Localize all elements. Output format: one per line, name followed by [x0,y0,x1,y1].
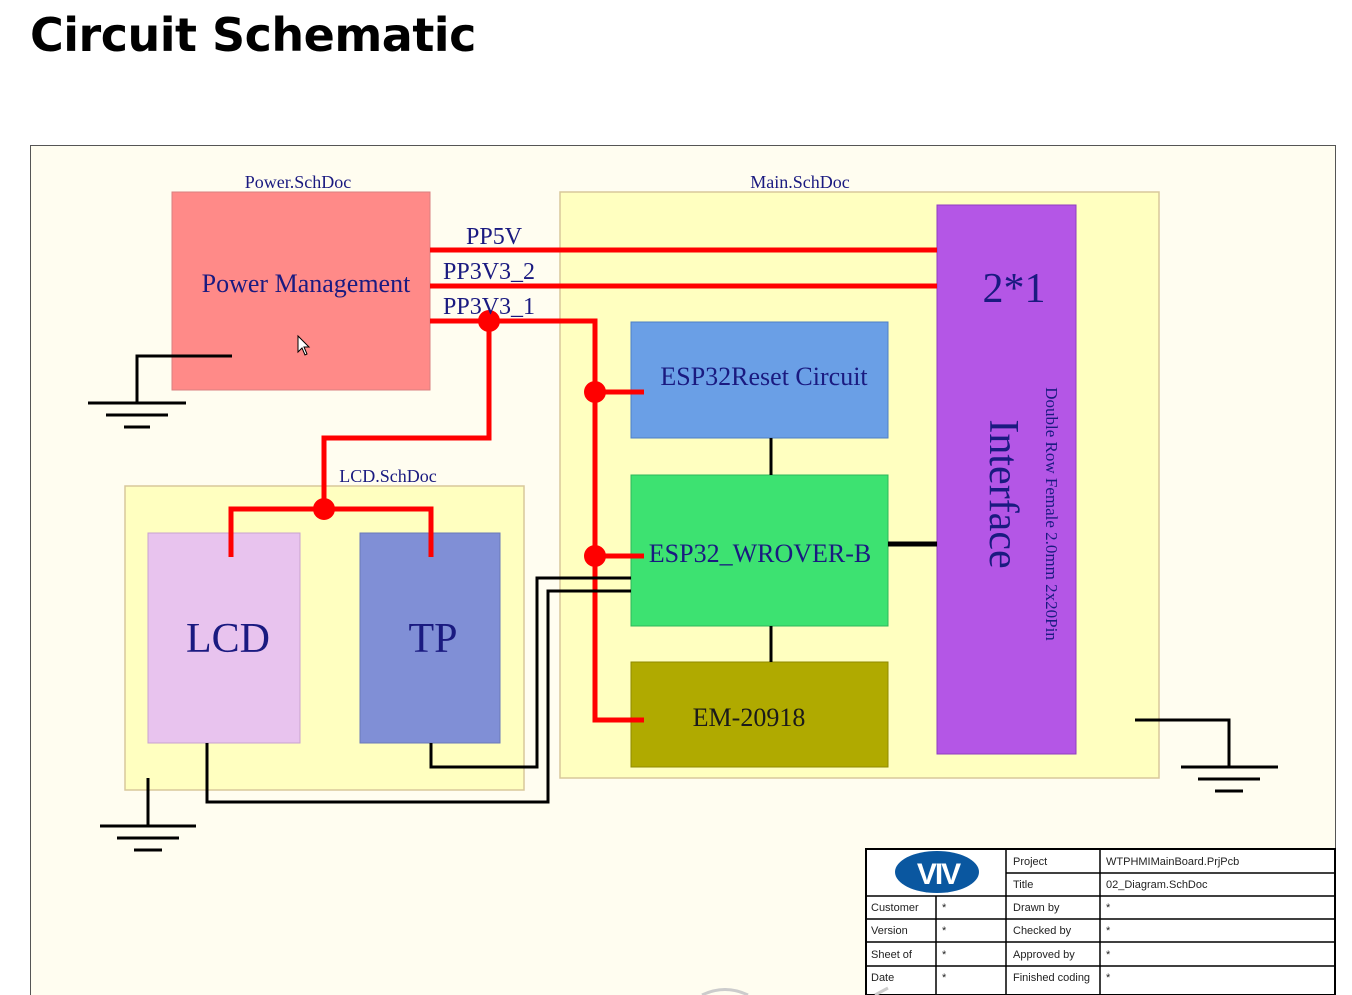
interface-count-label: 2*1 [983,266,1046,312]
tp-bus-wire [429,576,631,769]
title-block-sheet-value: * [942,949,947,961]
title-block-checked-value: * [1106,925,1111,937]
title-block-date-value: * [942,972,947,984]
title-block-approved-value: * [1106,949,1111,961]
junction-dot [478,310,500,332]
net-label-pp3v3-1: PP3V3_1 [443,294,535,320]
ground-symbol-power [88,354,232,429]
company-logo-text: VIV [917,858,961,891]
title-block: VIV Project WTPHMIMainBoard.PrjPcb Title… [865,848,1336,995]
ground-symbol-lcd [100,778,196,852]
lcd-block[interactable] [147,532,301,744]
interface-label: Interface [980,419,1026,568]
main-sheet-name: Main.SchDoc [750,172,849,192]
title-block-version-label: Version [871,925,908,937]
title-block-drawn-value: * [1106,902,1111,914]
pp3v3-1-wire [430,318,644,723]
esp32-wrover-label: ESP32_WROVER-B [649,539,871,568]
lcd-power-wire [321,321,492,509]
title-block-finished-value: * [1106,972,1111,984]
title-block-finished-label: Finished coding [1013,972,1090,984]
title-block-drawn-label: Drawn by [1013,902,1060,914]
company-logo: VIV [895,851,979,893]
signal-wires [205,438,937,804]
page-title: Circuit Schematic [30,8,476,62]
interface-block[interactable] [936,204,1077,755]
title-block-sheet-label: Sheet of [871,949,913,961]
title-block-title-value: 02_Diagram.SchDoc [1106,879,1208,891]
power-wires [228,247,937,723]
em-20918-label: EM-20918 [693,703,806,732]
net-label-pp3v3-2: PP3V3_2 [443,259,535,285]
title-block-date-label: Date [871,972,894,984]
ground-symbol-interface [1135,718,1278,793]
power-sheet-name: Power.SchDoc [245,172,352,192]
junction-dot [313,498,335,520]
lcd-sheet-name: LCD.SchDoc [339,466,437,486]
mouse-cursor-icon [297,334,311,356]
title-block-title-label: Title [1013,879,1033,891]
tp-block[interactable] [359,532,501,744]
title-block-checked-label: Checked by [1013,925,1072,937]
power-management-label: Power Management [202,269,411,298]
lcd-bus-wire [205,589,631,804]
title-block-project-value: WTPHMIMainBoard.PrjPcb [1106,856,1239,868]
title-block-approved-label: Approved by [1013,949,1075,961]
title-block-version-value: * [942,925,947,937]
title-block-customer-label: Customer [871,902,919,914]
net-label-pp5v: PP5V [466,224,523,250]
lcd-label: LCD [186,616,270,662]
junction-dot [584,545,606,567]
esp32-wrover-block[interactable] [630,474,889,627]
em-20918-block[interactable] [630,661,889,768]
bottom-edge-marks [701,986,889,995]
tp-label: TP [408,616,457,662]
junction-dot [584,381,606,403]
esp32-reset-label: ESP32Reset Circuit [660,362,868,391]
esp32-reset-block[interactable] [630,321,889,439]
title-block-project-label: Project [1013,856,1047,868]
interface-description: Double Row Female 2.0mm 2x20Pin [1042,387,1061,641]
title-block-customer-value: * [942,902,947,914]
